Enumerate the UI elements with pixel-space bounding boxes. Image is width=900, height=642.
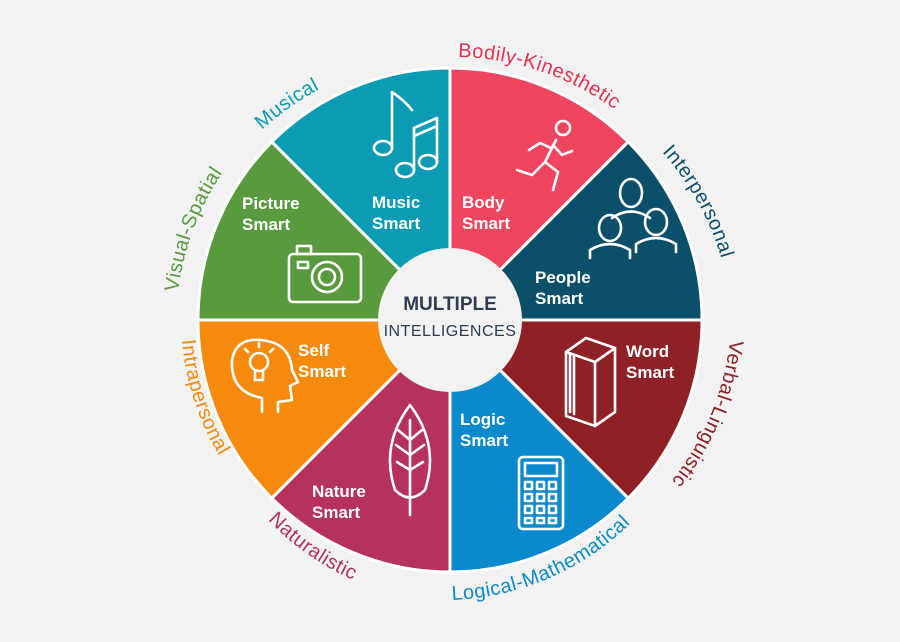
segment-label: Smart — [535, 289, 584, 308]
wedge-picture — [196, 139, 454, 322]
segment-people: People Smart — [535, 177, 678, 308]
camera-icon — [287, 244, 363, 304]
center-circle — [378, 248, 522, 392]
leaf-icon — [388, 403, 432, 517]
segment-label: Smart — [242, 215, 291, 234]
running-person-icon — [515, 119, 574, 192]
wedge-people — [446, 139, 704, 322]
segment-label: Music — [372, 193, 420, 212]
segment-label: Smart — [312, 503, 361, 522]
wedge-music — [269, 66, 452, 324]
segment-label: Self — [298, 341, 330, 360]
lightbulb-head-icon — [230, 338, 300, 414]
wedge-word — [446, 318, 704, 501]
segment-label: Smart — [460, 431, 509, 450]
wedge-self — [196, 318, 454, 501]
segment-label: People — [535, 268, 591, 287]
wedge-group — [196, 66, 704, 574]
segment-label: Body — [462, 193, 505, 212]
segment-label: Word — [626, 342, 669, 361]
segment-picture: Picture Smart — [242, 194, 363, 304]
segment-label: Smart — [372, 214, 421, 233]
segment-logic: Logic Smart — [460, 410, 565, 531]
wedge-nature — [269, 316, 452, 574]
segment-label: Smart — [462, 214, 511, 233]
segment-label: Smart — [626, 363, 675, 382]
center-subtitle: INTELLIGENCES — [384, 323, 517, 340]
wedge-body — [448, 66, 631, 324]
segment-label: Logic — [460, 410, 505, 429]
segment-nature: Nature Smart — [312, 403, 432, 522]
center-title: MULTIPLE — [403, 294, 497, 315]
segment-word: Word Smart — [564, 336, 675, 428]
people-icon — [588, 177, 678, 260]
segment-music: Music Smart — [372, 90, 439, 233]
segment-label: Nature — [312, 482, 366, 501]
wedge-logic — [448, 316, 631, 574]
calculator-icon — [517, 455, 565, 531]
book-icon — [564, 336, 617, 428]
segment-self: Self Smart — [230, 338, 347, 414]
segment-body: Body Smart — [462, 119, 574, 233]
segment-label: Picture — [242, 194, 300, 213]
segment-label: Smart — [298, 362, 347, 381]
music-notes-icon — [372, 90, 439, 179]
